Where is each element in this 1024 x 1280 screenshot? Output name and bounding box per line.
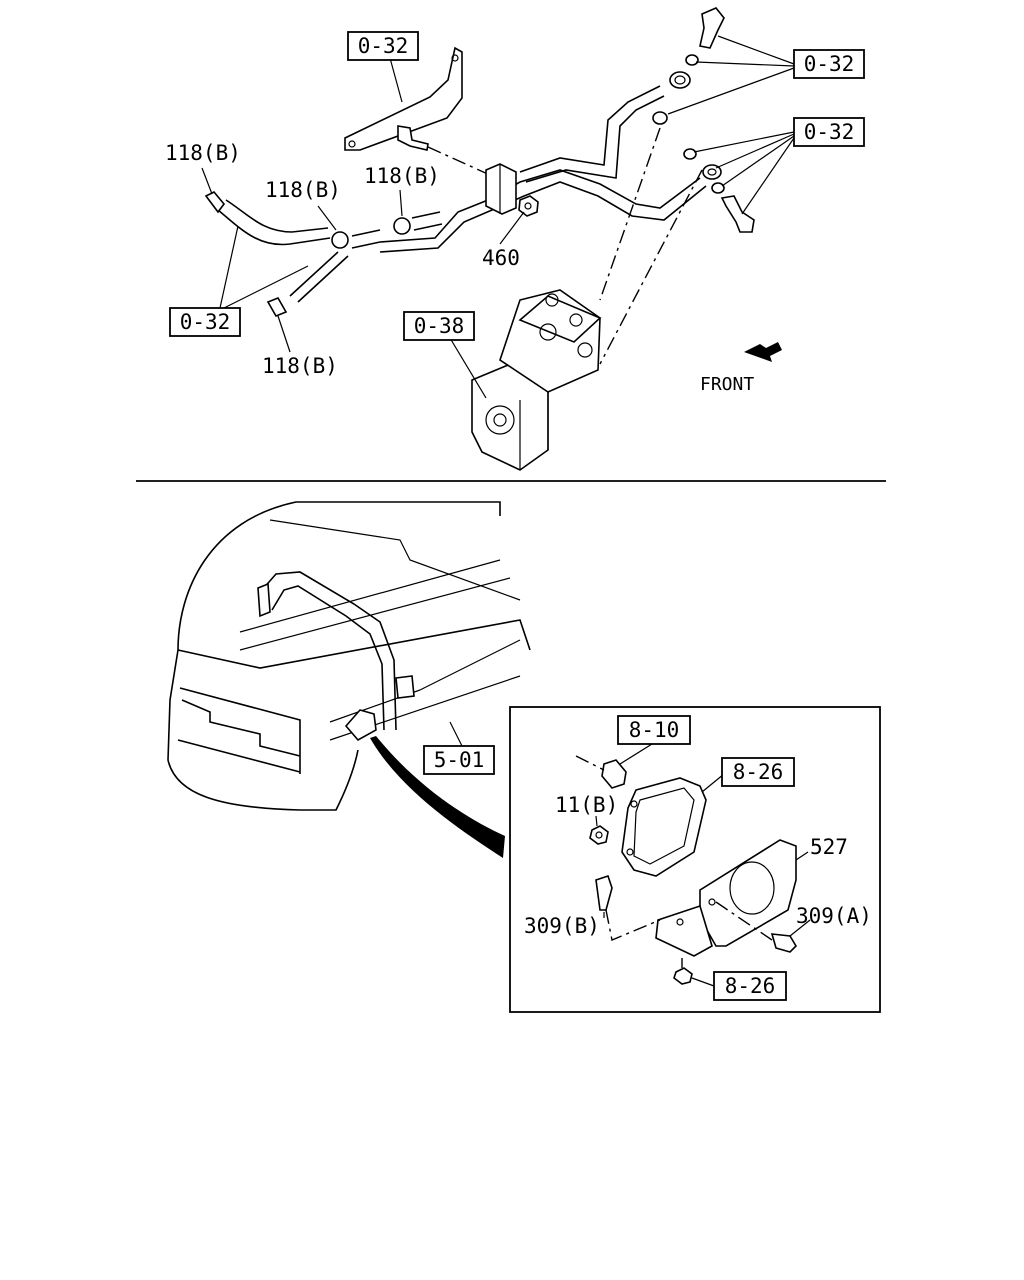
callout-0-32-right-a: 0-32 <box>804 52 855 76</box>
nut-8-26-lower <box>673 967 693 985</box>
washer-top-b <box>652 111 668 125</box>
callout-box-8-10 <box>617 715 691 745</box>
callout-8-26-a: 8-26 <box>733 760 784 784</box>
hose-clamp-upper <box>393 217 411 235</box>
washer-right-a <box>683 148 697 160</box>
label-118b-a: 118(B) <box>165 141 241 165</box>
banjo-bolt-top <box>699 7 725 49</box>
vehicle-cab <box>167 501 531 811</box>
label-118b-d: 118(B) <box>262 354 338 378</box>
label-527: 527 <box>810 835 848 859</box>
callout-0-32-right-b: 0-32 <box>804 120 855 144</box>
callout-box-0-32-right-a <box>793 49 865 79</box>
bolt-309b <box>595 874 613 911</box>
callout-0-32-top: 0-32 <box>358 34 409 58</box>
connector <box>601 759 627 789</box>
pipe-clamp-block <box>485 163 517 215</box>
mirror-bracket-frame <box>261 571 397 731</box>
banjo-bolt-right <box>720 195 755 233</box>
nut-460 <box>518 195 539 217</box>
detail-leader-wedge <box>370 736 505 858</box>
label-front: FRONT <box>700 374 754 395</box>
washer-top-a <box>685 54 699 66</box>
label-118b-b: 118(B) <box>265 178 341 202</box>
callout-box-0-32-right-b <box>793 117 865 147</box>
washer-right-b <box>711 182 725 194</box>
hose-clamp-lower <box>266 296 288 318</box>
upper-section: 0-32 0-32 0-32 0-32 0-38 118(B) 118(B) 1… <box>165 7 865 471</box>
short-hose <box>289 251 349 303</box>
label-309b: 309(B) <box>524 914 600 938</box>
rubber-hose <box>217 209 331 246</box>
callout-5-01: 5-01 <box>434 748 485 772</box>
callout-8-26-b: 8-26 <box>725 974 776 998</box>
mounted-unit <box>344 709 377 742</box>
callout-0-38: 0-38 <box>414 314 465 338</box>
label-460: 460 <box>482 246 520 270</box>
detail-box <box>509 706 881 1013</box>
callout-box-8-26-b <box>713 971 787 1001</box>
bracket-plate <box>344 46 463 151</box>
label-309a: 309(A) <box>796 904 872 928</box>
callout-8-10: 8-10 <box>629 718 680 742</box>
callout-box-0-32-top <box>347 31 419 61</box>
callout-box-0-32-left <box>169 307 241 337</box>
front-arrow-icon <box>744 342 782 362</box>
banjo-fitting-right <box>702 164 722 180</box>
label-118b-c: 118(B) <box>364 164 440 188</box>
detail-leader-lines <box>595 743 811 987</box>
callout-0-32-left: 0-32 <box>180 310 231 334</box>
bracket-bolt <box>397 125 429 151</box>
banjo-fitting-top <box>669 71 691 89</box>
callout-box-5-01 <box>423 745 495 775</box>
lower-section: 5-01 8-10 8-26 8-26 11(B) 527 309(B) 309… <box>167 501 881 1013</box>
hose-clamp-middle <box>331 231 349 249</box>
bolt-309a <box>770 933 798 953</box>
callout-box-0-38 <box>403 311 475 341</box>
label-11b: 11(B) <box>555 793 618 817</box>
callout-box-8-26-a <box>721 757 795 787</box>
leader-lines <box>201 35 795 399</box>
air-pipe <box>379 169 701 243</box>
hose-clamp-left <box>204 191 226 214</box>
air-compressor <box>471 289 602 471</box>
control-unit <box>621 777 707 877</box>
nut-11b <box>589 825 609 845</box>
